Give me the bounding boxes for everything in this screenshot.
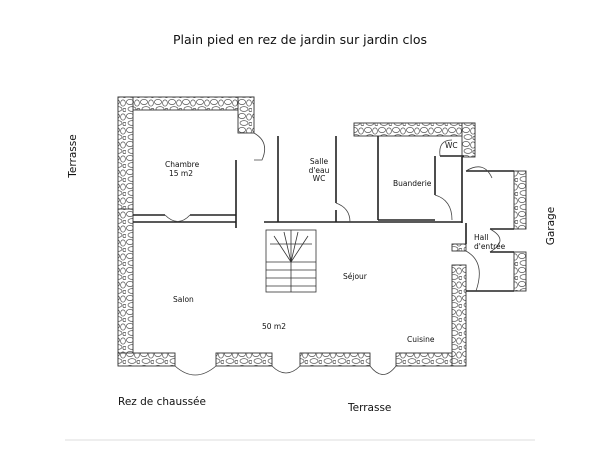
wall-salon-left — [117, 208, 134, 365]
label-salle-line2: d'eau — [308, 165, 330, 175]
label-salle-line3: WC — [312, 174, 326, 184]
door-hall-low — [465, 250, 480, 292]
door-garden — [369, 365, 397, 375]
outer-walls — [117, 96, 527, 367]
wall-bottom-2 — [215, 352, 273, 367]
staircase — [265, 229, 317, 293]
door-chambre — [164, 214, 191, 222]
interior-walls — [133, 136, 514, 292]
label-salon: Salon — [173, 295, 194, 304]
label-garage: Garage — [544, 206, 557, 246]
wall-bottom-4 — [395, 352, 453, 367]
wall-hall-corner — [451, 243, 467, 252]
wall-chambre-top — [117, 96, 255, 111]
label-hall: Hall d'entrée — [474, 233, 506, 251]
wall-wc-right — [461, 122, 476, 158]
label-cuisine: Cuisine — [407, 335, 435, 344]
wall-garage-lower — [513, 251, 527, 292]
label-hall-line2: d'entrée — [474, 241, 506, 251]
door-entry — [489, 228, 501, 253]
label-rez-de-chaussee: Rez de chaussée — [118, 396, 206, 408]
label-terrasse-left: Terrasse — [66, 134, 79, 178]
label-chambre-area: 15 m2 — [168, 168, 193, 178]
door-chambre-side — [253, 132, 266, 161]
door-hall-top — [465, 166, 493, 179]
door-salle — [335, 202, 351, 223]
door-wc — [439, 139, 453, 157]
wall-chambre-right — [237, 96, 255, 134]
door-swings — [164, 132, 501, 376]
label-salon-area: 50 m2 — [262, 322, 287, 331]
label-terrasse-bottom: Terrasse — [348, 402, 392, 414]
label-chambre-name: Chambre — [165, 160, 200, 169]
label-buanderie: Buanderie — [393, 179, 432, 188]
wall-garage-upper — [513, 170, 527, 230]
wall-chambre-left — [117, 96, 134, 211]
door-garden-2 — [271, 365, 301, 374]
label-salle-line1: Salle — [309, 157, 329, 166]
door-buanderie — [434, 194, 453, 221]
wall-bottom-1 — [117, 352, 176, 367]
label-sejour: Séjour — [343, 272, 367, 281]
label-wc: WC — [445, 141, 458, 150]
door-garden-3 — [174, 365, 217, 376]
label-chambre: Chambre 15 m2 — [165, 160, 200, 178]
label-hall-line1: Hall — [474, 233, 489, 242]
wall-service-top — [353, 122, 476, 137]
wall-bottom-3 — [299, 352, 371, 367]
wall-cuisine-right — [451, 264, 467, 367]
plan-title: Plain pied en rez de jardin sur jardin c… — [172, 32, 428, 47]
label-salle-deau: Salle d'eau WC — [299, 157, 339, 184]
